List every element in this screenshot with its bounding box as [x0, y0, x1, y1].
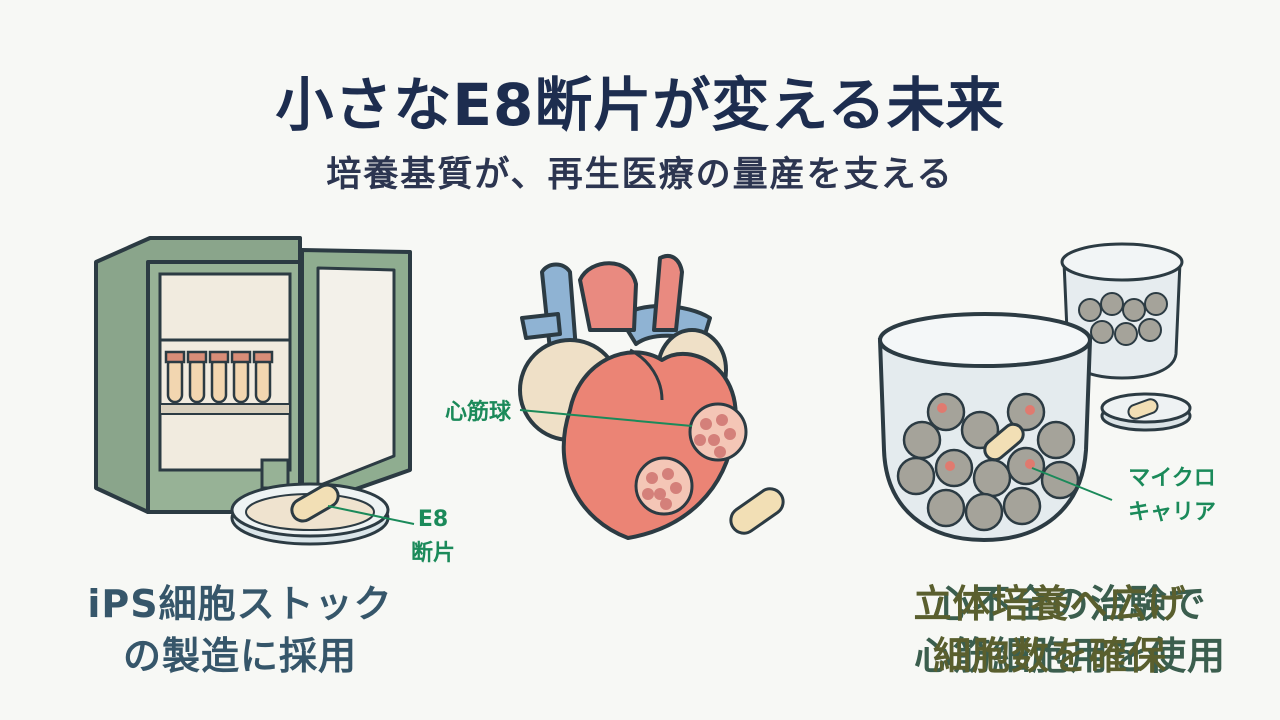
page-title: 小さなE8断片が変える未来 [275, 71, 1005, 139]
caption-3d-culture: 立体培養へ広げ 細胞数を確保 [860, 578, 1240, 682]
test-tube-icon [164, 350, 274, 404]
microcarrier-icon [896, 392, 1080, 532]
spheroid-icon [634, 402, 748, 516]
e8-label-line1: E8 [417, 507, 449, 532]
microcarrier-label-line1: マイクロ [1128, 466, 1216, 491]
spheroid-label: 心筋球 [444, 400, 511, 425]
spheroid-leader-line [519, 409, 693, 427]
caption-line1: iPS細胞ストック [87, 582, 393, 626]
e8-label-line2: 断片 [410, 541, 455, 566]
caption-line1: 心不全の治験で [933, 582, 1207, 626]
microcarrier-label-line2: キャリア [1127, 500, 1216, 525]
refrigerator-scene [94, 236, 415, 546]
heart-scene [518, 253, 785, 540]
caption-line2: の製造に採用 [122, 634, 357, 678]
e8-fragment-label: E8 断片 [408, 503, 458, 571]
capsule-icon [290, 483, 340, 523]
page-subtitle: 培養基質が、再生医療の量産を支える [326, 155, 954, 195]
jar-scene [877, 242, 1192, 543]
panel-ips-stock: E8 断片 iPS細胞ストック の製造に採用 [0, 0, 455, 720]
capsule-icon [729, 487, 785, 535]
caption-line2: 細胞数を確保 [932, 634, 1167, 678]
heart-icon [518, 253, 738, 540]
refrigerator-icon [94, 236, 412, 514]
caption-heart-trial: 心不全の治験で 心筋細胞用を使用 [880, 578, 1260, 682]
panel-3d-culture: マイクロ キャリア 立体培養へ広げ 細胞数を確保 [850, 0, 1280, 720]
e8-leader-line [327, 505, 415, 525]
caption-line2: 心筋細胞用を使用 [913, 634, 1226, 678]
panel-heart-trial: 心筋球 心不全の治験で 心筋細胞用を使用 [430, 0, 1225, 720]
caption-ips-stock: iPS細胞ストック の製造に採用 [50, 578, 430, 682]
microcarrier-label: マイクロ キャリア [1112, 462, 1232, 530]
capsule-icon [983, 398, 1159, 462]
caption-line1: 立体培養へ広げ [913, 582, 1187, 626]
microcarrier-leader-line [1031, 467, 1113, 501]
